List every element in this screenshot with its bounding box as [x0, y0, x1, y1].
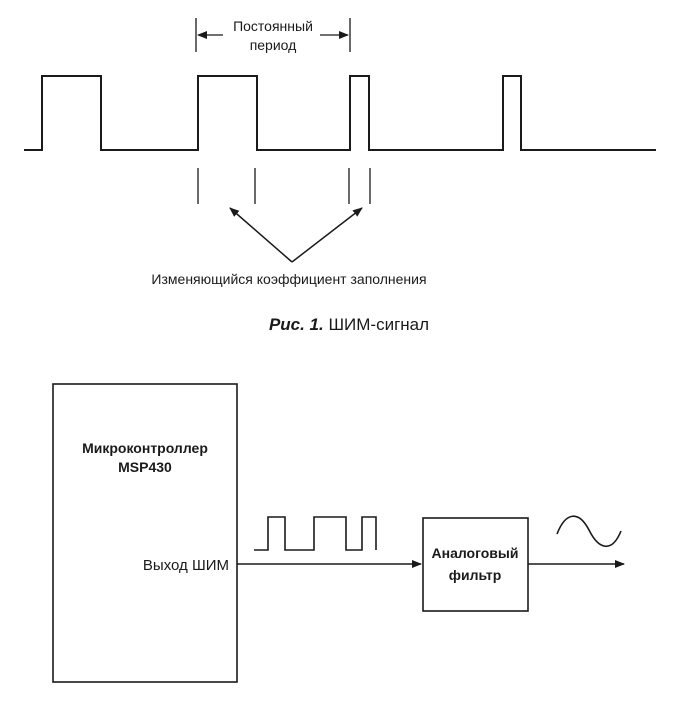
- pwm-output-label: Выход ШИМ: [143, 557, 229, 574]
- caption-prefix: Рис. 1.: [269, 315, 324, 334]
- pwm-waveform: [24, 75, 656, 151]
- filter-name-line2: фильтр: [449, 567, 502, 583]
- filter-name-line1: Аналоговый: [432, 545, 519, 561]
- sine-wave-symbol: [556, 515, 622, 548]
- duty-arrow-right: [291, 207, 363, 263]
- analog-filter-block: [422, 517, 529, 612]
- period-label-line2: период: [250, 37, 297, 53]
- duty-cycle-markers: Изменяющийся коэффициент заполнения: [151, 168, 427, 287]
- mcu-block: [52, 383, 238, 683]
- figure-1-caption: Рис. 1. ШИМ-сигнал: [269, 315, 429, 334]
- figure-2-block-diagram: Микроконтроллер MSP430 Выход ШИМ Аналого…: [52, 383, 625, 683]
- figure-1-pwm-signal: Постоянный период Изменяющийся коэффицие…: [24, 18, 656, 334]
- pwm-symbol: [254, 516, 377, 551]
- duty-cycle-label: Изменяющийся коэффициент заполнения: [151, 271, 426, 287]
- period-label-line1: Постоянный: [233, 18, 313, 34]
- duty-arrow-left: [229, 207, 293, 263]
- mcu-name-line2: MSP430: [118, 459, 172, 475]
- mcu-name-line1: Микроконтроллер: [82, 440, 208, 456]
- caption-text: ШИМ-сигнал: [324, 315, 429, 334]
- constant-period-dimension: Постоянный период: [195, 18, 351, 53]
